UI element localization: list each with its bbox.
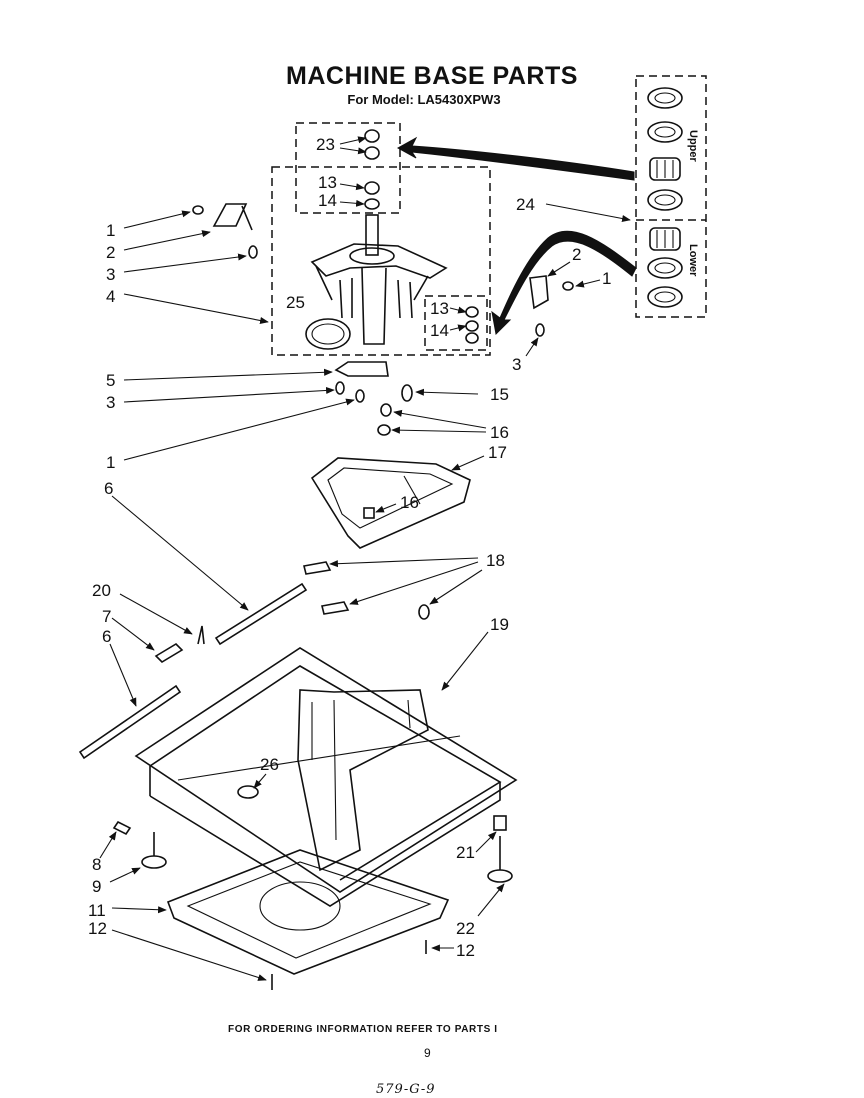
upper-label: Upper [687, 130, 699, 163]
page-title: MACHINE BASE PARTS [286, 62, 578, 90]
callout: 1 [106, 453, 115, 472]
lower-bearing-set [647, 227, 683, 308]
right-bracket [529, 275, 574, 337]
callout: 26 [260, 755, 279, 774]
pad-7 [154, 642, 184, 664]
document-code: 579-G-9 [376, 1082, 436, 1097]
callout: 3 [512, 355, 521, 374]
bearing-kit-inset [635, 75, 707, 318]
grommets [363, 403, 392, 519]
upper-bearing-arrow [396, 136, 635, 181]
callout: 22 [456, 919, 475, 938]
callout: 13 [430, 299, 449, 318]
callout: 12 [88, 919, 107, 938]
callout: 23 [316, 135, 335, 154]
callout: 14 [318, 191, 337, 210]
drive-belt [305, 318, 351, 350]
left-bracket [192, 203, 258, 259]
spring-clips [303, 561, 430, 620]
callout: 25 [286, 293, 305, 312]
callout: 17 [488, 443, 507, 462]
base-plate [166, 849, 450, 990]
upper-rail [214, 582, 308, 646]
lower-rail [78, 684, 182, 760]
callout: 16 [400, 493, 419, 512]
spring-20 [197, 625, 205, 645]
lower-bearing-box [424, 295, 488, 351]
lower-label: Lower [687, 244, 699, 277]
callout: 12 [456, 941, 475, 960]
drive-block [310, 214, 448, 345]
upper-bearing-box [295, 122, 401, 214]
callout: 6 [102, 627, 111, 646]
callout: 4 [106, 287, 115, 306]
callout: 1 [106, 221, 115, 240]
leader-lines [99, 136, 631, 981]
retaining-bar [334, 361, 413, 403]
upper-bearing-set [647, 87, 683, 211]
callout: 16 [490, 423, 509, 442]
callout: 3 [106, 265, 115, 284]
upper-bearings [364, 129, 380, 210]
callout: 6 [104, 479, 113, 498]
lower-bearings [465, 306, 479, 344]
callout: 13 [318, 173, 337, 192]
callout: 2 [572, 245, 581, 264]
callout: 8 [92, 855, 101, 874]
callout: 5 [106, 371, 115, 390]
callout: 21 [456, 843, 475, 862]
callout: 11 [88, 901, 106, 920]
lower-bearing-arrow [491, 230, 637, 336]
support-frame [310, 457, 471, 549]
model-subtitle: For Model: LA5430XPW3 [347, 92, 501, 107]
callout: 1 [602, 269, 611, 288]
drive-assembly-box [271, 166, 491, 356]
callout: 7 [102, 607, 111, 626]
callout: 2 [106, 243, 115, 262]
page-number: 9 [424, 1046, 431, 1060]
callout: 14 [430, 321, 449, 340]
callout: 19 [490, 615, 509, 634]
callout: 24 [516, 195, 535, 214]
leveling-feet [112, 815, 513, 883]
callout: 20 [92, 581, 111, 600]
callout: 9 [92, 877, 101, 896]
callout: 15 [490, 385, 509, 404]
callout-numbers: 1 2 3 4 23 13 14 25 13 14 24 2 1 3 5 3 1… [88, 135, 611, 960]
callout: 18 [486, 551, 505, 570]
machine-base-frame [134, 647, 518, 907]
ordering-note: FOR ORDERING INFORMATION REFER TO PARTS … [228, 1024, 498, 1035]
callout: 3 [106, 393, 115, 412]
